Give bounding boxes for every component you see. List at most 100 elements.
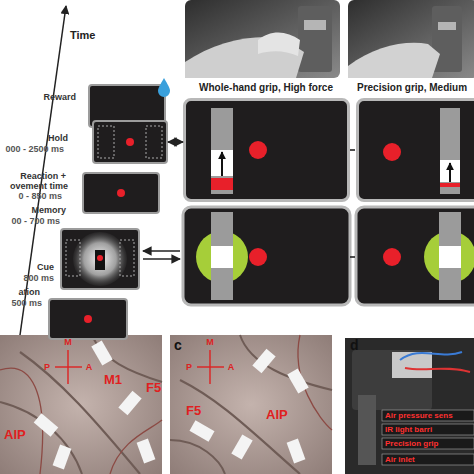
connector-arrow [168,141,183,143]
task-panel: Whole-hand grip, High force [183,98,350,202]
target-outline [98,126,114,158]
illustration-shape [358,395,376,465]
fixation-dot [126,138,134,146]
illustration-shape [252,349,275,374]
illustration-shape [392,352,432,378]
illustration-shape [168,142,183,143]
force-arrow [449,163,451,182]
target-outline [146,126,162,158]
illustration-shape [304,20,326,30]
fixation-dot [383,143,401,161]
illustration-shape [211,246,233,268]
cue-panel [356,207,474,305]
target-outline [120,240,134,276]
illustration-shape [53,445,72,470]
node-title: ation [19,288,41,297]
direction-label: P [44,363,50,372]
node-title: Precision grip, Medium [357,83,467,93]
illustration-shape [348,43,440,78]
illustration-shape [348,0,474,78]
duration-label: 0 - 850 ms [18,192,62,201]
force-arrow [221,152,223,176]
cue-panel [183,207,350,305]
node-note: 500 ms [11,299,42,308]
illustration-shape [168,142,183,143]
cue-glow [73,232,127,286]
illustration-shape [34,413,59,436]
panel-link [350,256,355,258]
illustration-shape [439,246,461,268]
target-outline [66,240,80,276]
grip-photo [348,0,474,78]
force-window [211,150,233,176]
illustration-shape [91,340,112,365]
node-title: Whole-hand grip, High force [199,83,333,93]
axis-label: Time [70,30,95,41]
grip-photo [185,0,340,78]
node-note: 00 - 700 ms [11,217,60,226]
illustration-shape [287,368,308,393]
node-title: Hold [48,134,68,143]
illustration-shape [189,420,214,441]
node-note: 800 ms [23,274,54,283]
screen-box: Cue800 ms [60,228,140,290]
illustration-shape [298,6,332,72]
force-bar [211,108,233,194]
area-label: AIP [266,408,288,421]
direction-label: A [228,363,235,372]
part-label: Air pressure sens [385,412,453,420]
force-level [440,183,460,187]
part-label: Air inlet [385,456,415,464]
illustration-shape [180,380,300,474]
fixation-dot [84,315,92,323]
device-photo [345,338,474,474]
illustration-shape [170,335,332,474]
task-panel: Precision grip, Medium [356,98,474,202]
direction-label: A [86,363,93,372]
illustration-shape [185,0,340,78]
force-window [440,160,460,182]
phase-label: Reaction + [20,172,66,181]
area-label: AIP [4,428,26,441]
illustration-shape [356,207,474,305]
illustration-shape [240,335,332,390]
illustration-shape [287,439,306,464]
screen-box: Hold000 - 2500 ms [92,120,168,164]
brain-photo [170,335,332,474]
screen-box: Memory00 - 700 ms [82,172,160,214]
area-label: F5 [186,404,201,417]
node-title: Reward [43,93,76,102]
cue-arrow [143,258,180,260]
illustration-shape [439,212,461,300]
brain-photo [0,335,162,474]
illustration-shape [0,335,162,474]
illustration-shape [211,212,233,300]
illustration-shape [110,420,162,474]
illustration-shape [382,454,474,465]
illustration-shape [183,207,350,305]
illustration-shape [258,33,300,57]
illustration-shape [170,440,225,474]
area-label: M1 [104,373,122,386]
illustration-shape [20,352,140,474]
panel-link [350,149,355,151]
direction-label: M [64,338,72,347]
node-title: Cue [37,263,54,272]
node-note: 000 - 2500 ms [5,145,64,154]
fixation-dot [97,255,103,261]
illustration-shape [383,248,401,266]
illustration-shape [438,22,456,30]
part-label: Precision grip [385,440,438,448]
illustration-shape [405,368,470,372]
illustration-shape [67,350,68,384]
phase-label: ovement time [10,182,68,191]
direction-label: M [206,338,214,347]
cue-arrow [143,250,180,252]
panel-letter: c [174,338,182,352]
water-drop [158,78,170,97]
fixation-dot [117,189,125,197]
node-title: Memory [31,206,66,215]
screen-box: ation500 ms [48,298,128,340]
